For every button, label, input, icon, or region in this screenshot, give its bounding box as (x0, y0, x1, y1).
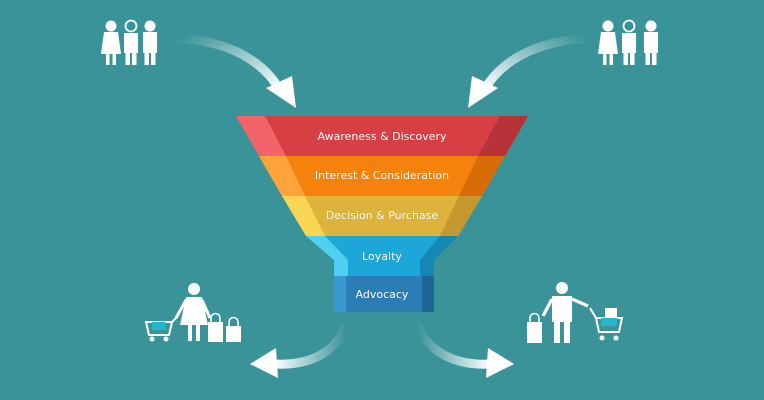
shopping-bag-icon-right (527, 312, 542, 343)
shopper-woman-left-icon (144, 283, 241, 342)
arrow-bottom-left (250, 321, 351, 378)
people-group-left-icon (101, 19, 157, 65)
people-group-right-icon (598, 19, 658, 65)
stage-label-awareness: Awareness & Discovery (317, 130, 447, 143)
funnel-stage-decision (282, 196, 482, 236)
shopping-bag-icon-left (208, 312, 241, 342)
stage-label-loyalty: Loyalty (362, 250, 402, 263)
funnel-stage-awareness (236, 116, 528, 156)
arrow-top-right (468, 33, 591, 108)
stage-label-decision: Decision & Purchase (325, 209, 439, 222)
funnel (236, 116, 528, 312)
arrow-top-left (175, 33, 296, 108)
arrow-bottom-right (413, 321, 514, 378)
shopping-cart-icon-right (589, 307, 624, 341)
stage-label-advocacy: Advocacy (355, 288, 409, 301)
funnel-stage-loyalty (306, 236, 458, 276)
funnel-stage-interest (259, 156, 505, 196)
shopping-cart-icon-left (144, 316, 178, 342)
shopper-man-right-icon (527, 282, 624, 343)
funnel-stage-advocacy (334, 276, 434, 312)
stage-label-interest: Interest & Consideration (314, 169, 450, 182)
